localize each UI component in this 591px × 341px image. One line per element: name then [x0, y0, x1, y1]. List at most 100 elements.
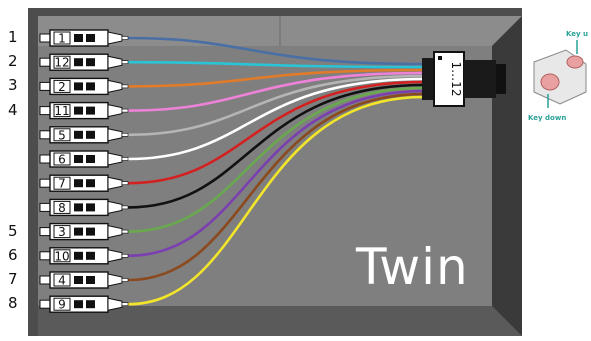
row-number: 6 [8, 245, 18, 264]
latch-window-1 [74, 106, 83, 115]
mpo-tip [496, 64, 506, 94]
fiber-conn-6 [127, 77, 425, 161]
latch-window-2 [86, 82, 95, 91]
lc-connector-group: 1 12 2 11 5 6 7 8 3 10 4 9 [39, 29, 129, 313]
lc-connector-conn-7: 7 [39, 174, 129, 192]
label-box-conn-11 [53, 104, 71, 118]
boot-conn-8 [107, 200, 123, 215]
connector-label-conn-6: 6 [58, 153, 66, 167]
lc-connector-conn-6: 6 [39, 150, 129, 168]
label-box-conn-6 [53, 152, 71, 166]
latch-window-2 [86, 58, 95, 67]
row-number: 2 [8, 52, 18, 71]
row-number: 8 [8, 294, 18, 313]
ferrule-conn-4 [39, 275, 51, 285]
connector-label-conn-7: 7 [58, 177, 66, 191]
mpo-label: 1…12 [449, 62, 463, 97]
ferrule-conn-6 [39, 154, 51, 164]
fiber-conn-2 [127, 68, 425, 88]
lc-connector-conn-2: 2 [39, 77, 129, 96]
fiber-group [127, 36, 425, 306]
mpo-boot [422, 58, 434, 100]
label-box-conn-12 [53, 55, 71, 69]
lc-connector-conn-3: 3 [39, 222, 129, 241]
lc-connector-conn-4: 4 [39, 271, 129, 289]
ferrule-conn-10 [39, 251, 51, 261]
connector-label-conn-12: 12 [54, 56, 69, 70]
fiber-conn-12 [127, 60, 425, 69]
connector-label-conn-1: 1 [58, 32, 66, 46]
fiber-conn-10 [127, 89, 425, 258]
fiber-conn-8 [127, 83, 425, 209]
boot-tail-conn-8 [121, 205, 129, 210]
lc-connector-conn-11: 11 [39, 101, 129, 120]
key-up-label: Key u [566, 30, 589, 38]
ferrule-conn-12 [39, 57, 51, 67]
boot-tail-conn-4 [121, 278, 129, 282]
latch-window-2 [86, 251, 95, 260]
connector-label-conn-9: 9 [58, 298, 66, 312]
mpo-key-illustration [533, 40, 587, 108]
ferrule-conn-3 [39, 227, 51, 237]
lc-connector-conn-10: 10 [39, 247, 129, 265]
latch-window-1 [74, 276, 83, 284]
row-number: 1 [8, 28, 18, 46]
latch-window-2 [86, 227, 95, 236]
latch-window-1 [74, 203, 83, 212]
fiber-conn-5 [127, 74, 425, 137]
latch-window-1 [74, 82, 83, 91]
boot-conn-11 [107, 103, 123, 118]
latch-window-2 [86, 203, 95, 212]
key-down-face-icon [540, 73, 560, 91]
key-up-face-icon [566, 55, 584, 69]
row-number: 3 [8, 76, 18, 95]
boot-conn-4 [107, 273, 123, 287]
boot-conn-6 [107, 152, 123, 166]
ferrule-conn-9 [39, 299, 51, 309]
latch-window-2 [86, 34, 95, 42]
ferrule-conn-7 [39, 178, 51, 188]
connector-label-conn-4: 4 [58, 274, 66, 288]
boot-conn-12 [107, 55, 123, 69]
latch-window-2 [86, 130, 95, 139]
key-down-label: Key down [528, 114, 567, 122]
boot-tail-conn-9 [121, 302, 129, 307]
brand-text: Twin [356, 238, 469, 296]
ferrule-conn-2 [39, 81, 51, 91]
latch-window-2 [86, 155, 95, 163]
enclosure-right-wall [492, 16, 522, 336]
fiber-conn-1 [127, 36, 425, 66]
ferrule-conn-5 [39, 130, 51, 140]
boot-conn-7 [107, 176, 123, 190]
boot-tail-conn-2 [121, 84, 129, 89]
connector-label-conn-2: 2 [58, 80, 66, 94]
latch-window-1 [74, 155, 83, 163]
ferrule-conn-8 [39, 202, 51, 212]
mpo-key-mark [438, 56, 442, 60]
label-box-conn-2 [53, 79, 71, 93]
label-box-conn-9 [53, 297, 71, 311]
connector-label-conn-5: 5 [58, 128, 66, 142]
boot-tail-conn-11 [121, 108, 129, 113]
label-box-conn-1 [53, 31, 71, 45]
connector-label-conn-8: 8 [58, 201, 66, 215]
latch-window-2 [86, 106, 95, 115]
boot-tail-conn-6 [121, 157, 129, 161]
connector-label-conn-3: 3 [58, 225, 66, 239]
lc-connector-conn-1: 1 [39, 29, 129, 47]
label-box-conn-10 [53, 249, 71, 263]
boot-tail-conn-10 [121, 254, 129, 258]
latch-window-1 [74, 130, 83, 139]
label-box-conn-3 [53, 225, 71, 239]
fiber-conn-7 [127, 80, 425, 185]
lc-connector-conn-9: 9 [39, 295, 129, 313]
boot-tail-conn-5 [121, 133, 129, 137]
ferrule-conn-11 [39, 106, 51, 116]
boot-tail-conn-12 [121, 60, 129, 65]
latch-window-1 [74, 58, 83, 67]
lc-connector-conn-8: 8 [39, 198, 129, 217]
boot-conn-2 [107, 79, 123, 94]
lc-connector-conn-12: 12 [39, 53, 129, 71]
latch-window-2 [86, 179, 95, 188]
